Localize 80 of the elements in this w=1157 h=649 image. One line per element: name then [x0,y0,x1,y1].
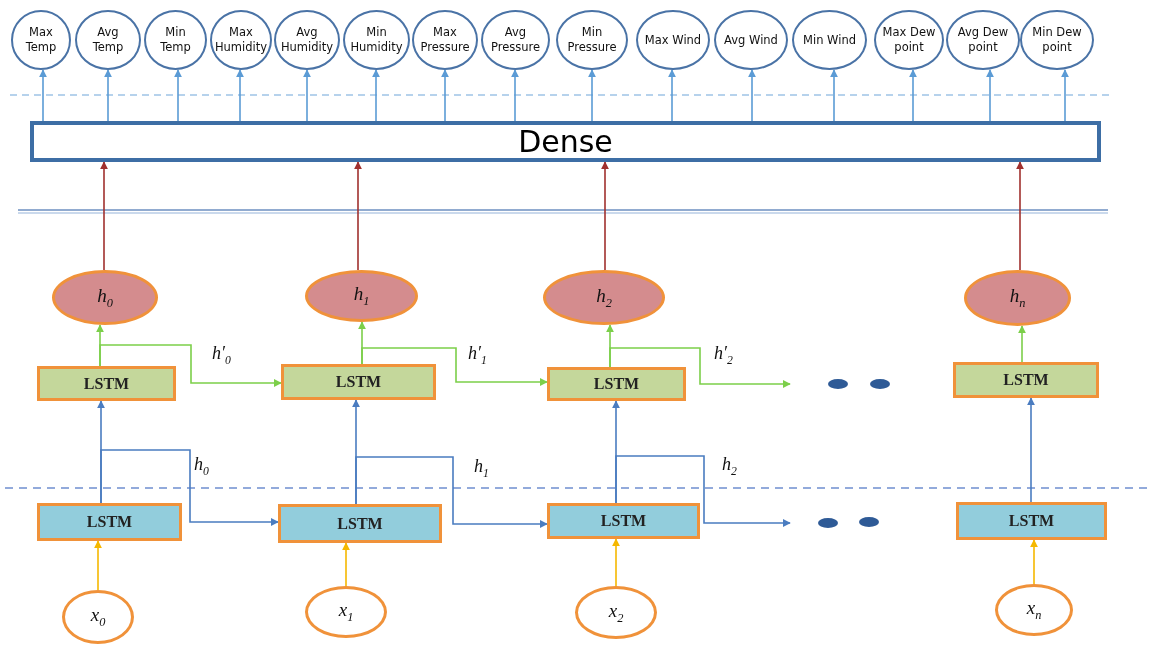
input-label: x$_{2}$ [608,599,624,626]
arrow [1016,161,1024,271]
arrow [511,69,519,122]
lstm-label: LSTM [1003,371,1049,389]
edge-label: h$_{0}$ [192,454,211,478]
arrow [39,69,47,122]
arrow [1027,397,1035,503]
state-label: h$_{1}$ [353,283,370,309]
arrow [361,347,548,386]
lstm-box [953,362,1099,398]
arrow [909,69,917,122]
arrow [1018,325,1026,363]
layer-label: Dense [518,124,613,159]
arrow [104,69,112,122]
lstm-label: LSTM [335,373,382,391]
edge-label: h′$_{1}$ [466,343,489,367]
lstm-label: LSTM [600,512,647,530]
state-label: h$_{2}$ [596,284,612,311]
output-label: Min Humidity [349,25,404,55]
output-label: Max Temp [24,25,58,55]
output-label: Max Dew point [881,25,937,55]
state-label: h$_{n}$ [1009,285,1026,311]
output-label: Avg Wind [723,32,779,48]
output-label: Min Temp [159,25,192,55]
arrow [303,69,311,122]
output-label: Min Wind [802,32,857,48]
output-circle [11,10,71,70]
edge-label: h′$_{2}$ [712,343,735,367]
output-label: Avg Dew point [956,25,1010,55]
arrow [441,69,449,122]
lstm-label: LSTM [337,514,383,533]
edge-label: h′$_{0}$ [210,343,233,367]
arrow [612,538,620,587]
arrow [748,69,756,122]
output-circle [210,10,272,70]
input-label: x$_{0}$ [90,604,106,630]
edge-label: h$_{2}$ [720,454,739,478]
output-label: Avg Pressure [489,25,542,55]
output-label: Avg Humidity [279,25,335,55]
output-label: Max Pressure [419,25,471,55]
lstm-box [281,364,436,400]
lstm-box [547,367,686,401]
arrow [609,347,791,388]
lstm-label: LSTM [593,375,640,393]
arrow [236,69,244,122]
lstm-label: LSTM [1008,512,1055,530]
arrow [615,455,791,527]
output-label: Max Humidity [213,25,269,55]
arrow [1061,69,1069,122]
output-label: Min Pressure [566,25,618,55]
arrow [1030,539,1038,585]
output-label: Avg Temp [91,25,125,55]
arrow [355,456,548,528]
output-label: Min Dew point [1031,25,1083,55]
arrow [601,161,609,271]
arrow [588,69,596,122]
arrow [174,69,182,122]
state-label: h$_{0}$ [97,284,113,311]
dense-layer-box [30,121,1101,162]
output-label: Max Wind [643,32,703,48]
lstm-box [37,366,176,401]
arrow [372,69,380,122]
arrow [830,69,838,122]
arrow [94,540,102,591]
arrow [354,161,362,271]
arrow [100,161,108,271]
lstm-box [547,503,700,539]
arrow [100,449,279,526]
input-label: x$_{1}$ [338,599,354,625]
edge-label: h$_{1}$ [472,456,491,480]
arrow [342,542,350,587]
lstm-label: LSTM [86,513,133,531]
arrow [668,69,676,122]
arrow [99,344,282,387]
lstm-box [37,503,182,541]
input-label: x$_{n}$ [1026,597,1042,623]
lstm-label: LSTM [83,374,130,393]
lstm-box [278,504,442,543]
arrow [986,69,994,122]
lstm-box [956,502,1107,540]
